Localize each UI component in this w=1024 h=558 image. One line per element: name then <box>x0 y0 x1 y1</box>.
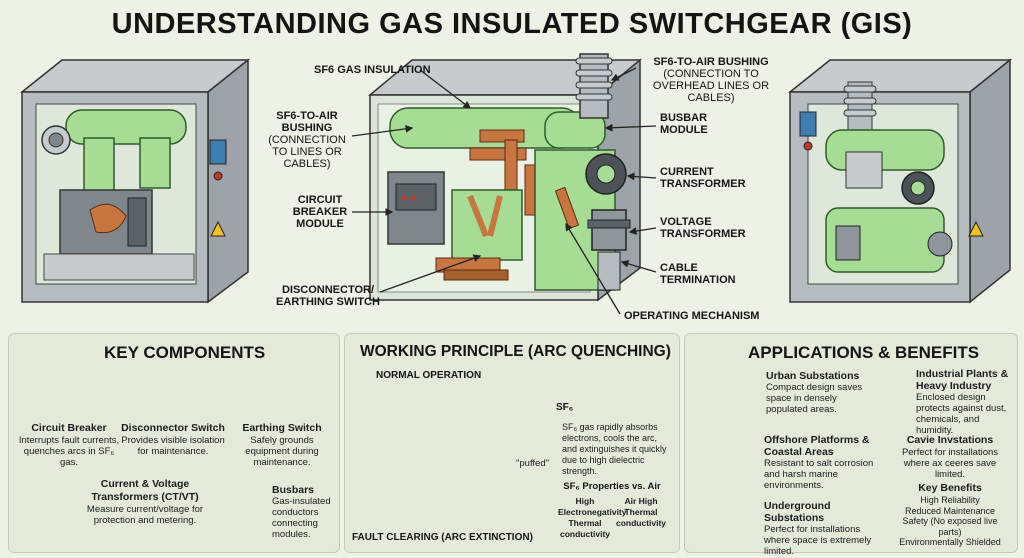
fault-clearing-label: FAULT CLEARING (ARC EXTINCTION) <box>352 532 533 543</box>
bushing-top-sub: (CONNECTION TO OVERHEAD LINES OR CABLES) <box>652 68 770 104</box>
comparison-sf6-col: High Electronegativity Thermal conductiv… <box>558 496 627 540</box>
bushing-left-sub: (CONNECTION TO LINES OR CABLES) <box>268 134 346 170</box>
component-desc: Safely grounds equipment during maintena… <box>245 435 319 468</box>
app-desc: Perfect for installations where ax ceere… <box>901 447 999 480</box>
right-gis-cabinet <box>787 58 1013 304</box>
component-name: Busbars <box>272 484 315 496</box>
left-gis-cabinet <box>19 58 251 304</box>
key-components-heading: KEY COMPONENTS <box>104 343 266 362</box>
comparison-cell: High Electronegativity <box>558 496 627 517</box>
component-ct-vt: Current & Voltage Transformers (CT/VT) M… <box>86 478 204 526</box>
app-name: Industrial Plants & Heavy Industry <box>916 368 1009 392</box>
component-desc: Measure current/voltage for protection a… <box>86 504 204 526</box>
normal-operation-label: NORMAL OPERATION <box>376 370 482 381</box>
comparison-cell: Thermal conductivity <box>615 507 667 528</box>
app-desc: Perfect for installations where space is… <box>764 524 872 557</box>
component-desc: Provides visible isolation for maintenan… <box>121 435 225 457</box>
app-urban: Urban Substations Compact design saves s… <box>766 370 866 415</box>
label-bushing-left: SF6-TO-AIR BUSHING (CONNECTION TO LINES … <box>262 110 352 170</box>
arc-explanation: SF₆ gas rapidly absorbs electrons, cools… <box>562 422 667 476</box>
page-title: UNDERSTANDING GAS INSULATED SWITCHGEAR (… <box>111 8 913 40</box>
leader-lines <box>351 67 657 315</box>
component-desc: Gas-insulated conductors connecting modu… <box>272 496 331 540</box>
benefit-item: Environmentally Shielded <box>899 537 1001 547</box>
component-earthing-switch: Earthing Switch Safely grounds equipment… <box>228 422 336 468</box>
component-name: Disconnector Switch <box>121 422 225 434</box>
applications-panel <box>684 333 1018 553</box>
label-cable-termination: CABLE TERMINATION <box>660 262 736 286</box>
label-voltage-transformer: VOLTAGE TRANSFORMER <box>660 216 746 240</box>
component-disconnector: Disconnector Switch Provides visible iso… <box>118 422 228 457</box>
component-busbars: Busbars Gas-insulated conductors connect… <box>272 484 336 540</box>
component-name: Earthing Switch <box>242 422 322 434</box>
key-components-panel <box>8 333 340 553</box>
component-circuit-breaker: Circuit Breaker Interrupts fault current… <box>14 422 124 468</box>
label-sf6-gas-insulation: SF6 GAS INSULATION <box>314 64 431 76</box>
app-desc: Enclosed design protects against dust, c… <box>916 392 1007 436</box>
center-gis-cutaway <box>367 53 643 302</box>
comparison-title: SF₆ Properties vs. Air <box>563 481 661 492</box>
component-desc: Interrupts fault currents, quenches arcs… <box>18 435 120 468</box>
app-name: Urban Substations <box>766 370 860 382</box>
label-circuit-breaker: CIRCUIT BREAKER MODULE <box>292 194 348 230</box>
label-bushing-top: SF6-TO-AIR BUSHING (CONNECTION TO OVERHE… <box>646 56 776 104</box>
key-benefits-title: Key Benefits <box>918 482 982 494</box>
working-principle-heading: WORKING PRINCIPLE (ARC QUENCHING) <box>360 343 671 360</box>
puffed-label: "puffed" <box>516 458 549 469</box>
label-busbar: BUSBAR MODULE <box>660 112 708 136</box>
comparison-air-col: Air High Thermal conductivity <box>614 496 668 529</box>
working-principle-panel <box>344 333 680 553</box>
label-current-transformer: CURRENT TRANSFORMER <box>660 166 746 190</box>
benefit-item: Safety (No exposed live parts) <box>902 516 998 537</box>
app-name: Underground Substations <box>764 500 831 524</box>
app-desc: Resistant to salt corrosion and harsh ma… <box>764 458 874 491</box>
bushing-top-title: SF6-TO-AIR BUSHING <box>653 56 769 68</box>
sf6-chamber-tag: SF₆ <box>556 402 574 413</box>
benefit-item: Reduced Maintenance <box>904 505 996 516</box>
app-cavie: Cavie Invstations Perfect for installati… <box>888 434 1012 480</box>
label-operating-mechanism: OPERATING MECHANISM <box>624 310 760 322</box>
comparison-cell: Thermal conductivity <box>559 518 611 539</box>
component-name: Circuit Breaker <box>31 422 107 434</box>
app-industrial: Industrial Plants & Heavy Industry Enclo… <box>916 368 1016 436</box>
component-name: Current & Voltage Transformers (CT/VT) <box>91 478 199 503</box>
bushing-left-title: SF6-TO-AIR BUSHING <box>276 110 338 134</box>
applications-heading: APPLICATIONS & BENEFITS <box>748 343 980 362</box>
key-benefits: Key Benefits High Reliability Reduced Ma… <box>890 482 1010 548</box>
app-offshore: Offshore Platforms & Coastal Areas Resis… <box>764 434 878 491</box>
app-underground: Underground Substations Perfect for inst… <box>764 500 882 557</box>
app-name: Offshore Platforms & Coastal Areas <box>764 434 870 458</box>
app-name: Cavie Invstations <box>906 434 994 446</box>
label-disconnector: DISCONNECTOR/ EARTHING SWITCH <box>276 284 380 308</box>
comparison-cell: Air High <box>624 496 658 506</box>
app-desc: Compact design saves space in densely po… <box>766 382 863 415</box>
benefit-item: High Reliability <box>920 495 980 505</box>
